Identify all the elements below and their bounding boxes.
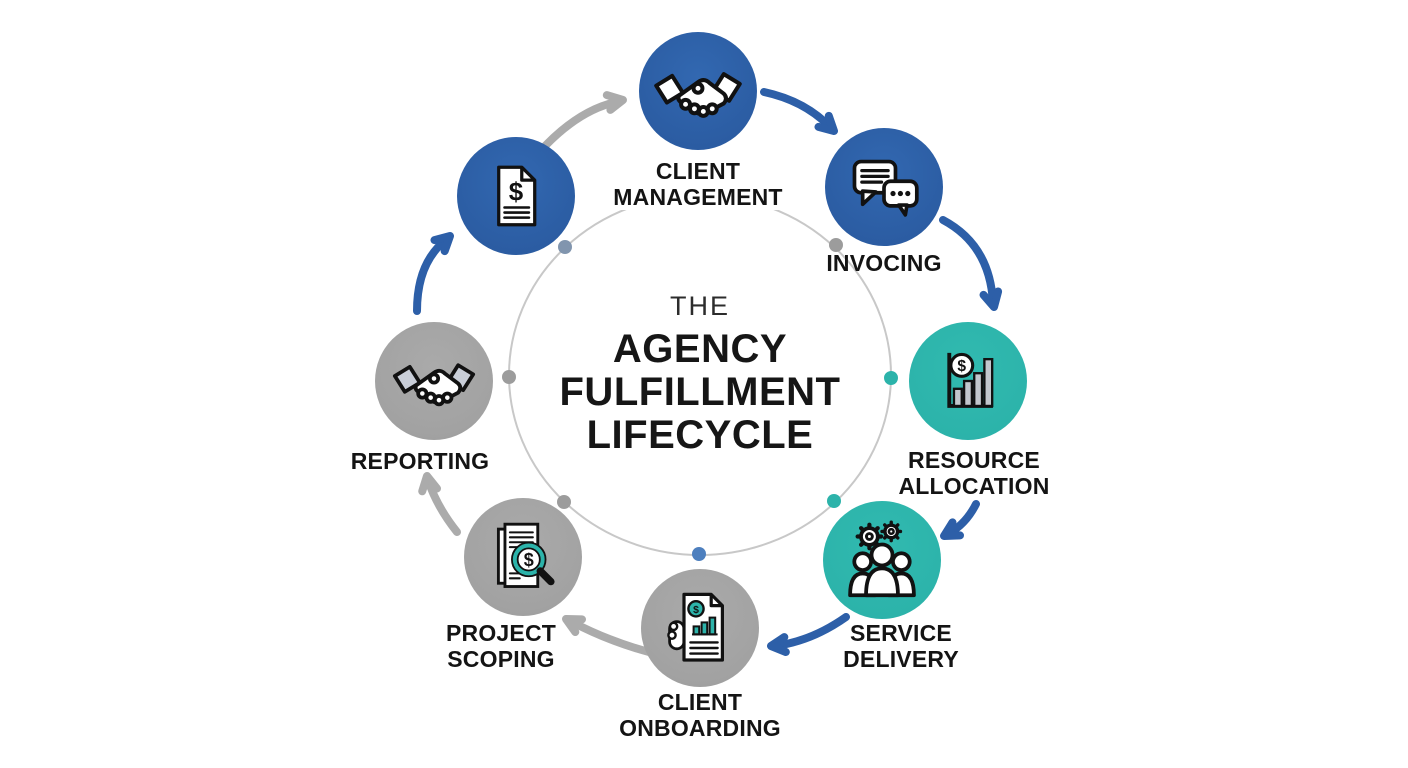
team-gears-icon [848,520,916,598]
arrow-reporting-to-billing [413,232,454,315]
label-service-delivery: SERVICE DELIVERY [843,620,959,672]
arrow-resource-allocation-to-service-delivery [940,500,980,540]
financial-document-icon: $ [667,592,724,662]
node-client-management [639,32,757,150]
svg-text:$: $ [957,358,966,375]
node-invoicing [825,128,943,246]
label-reporting: REPORTING [350,448,490,474]
arrow-service-delivery-to-client-onboarding [767,613,850,656]
label-client-onboarding: CLIENT ONBOARDING [619,689,781,741]
svg-text:$: $ [693,605,699,616]
node-service-delivery [823,501,941,619]
arrow-client-onboarding-to-project-scoping [562,615,653,656]
node-reporting [375,322,493,440]
arrow-billing-to-client-management [541,91,627,150]
node-client-onboarding: $ [641,569,759,687]
chat-bubbles-icon [852,159,919,217]
dollar-invoice-icon: $ [497,165,537,227]
node-billing-invoice: $ [457,137,575,255]
svg-text:$: $ [524,550,534,570]
label-client-management: CLIENT MANAGEMENT [607,158,789,210]
diagram-title: THE AGENCY FULFILLMENT LIFECYCLE [560,291,841,457]
svg-text:$: $ [509,178,524,206]
handshake-icon [392,363,476,407]
title-main: AGENCY FULFILLMENT LIFECYCLE [559,327,841,457]
node-resource-allocation: $ [909,322,1027,440]
bar-chart-money-icon: $ [947,352,994,408]
arrow-project-scoping-to-reporting [418,472,461,536]
arrow-invoicing-to-resource-allocation [939,216,1003,311]
document-magnifier-icon: $ [496,522,555,588]
handshake-icon [654,72,742,118]
label-project-scoping: PROJECT SCOPING [445,620,557,672]
title-prefix: THE [670,291,730,321]
arrow-client-management-to-invoicing [760,88,838,135]
label-invoicing: INVOCING [826,250,942,276]
node-project-scoping: $ [464,498,582,616]
label-resource-allocation: RESOURCE ALLOCATION [898,447,1050,499]
